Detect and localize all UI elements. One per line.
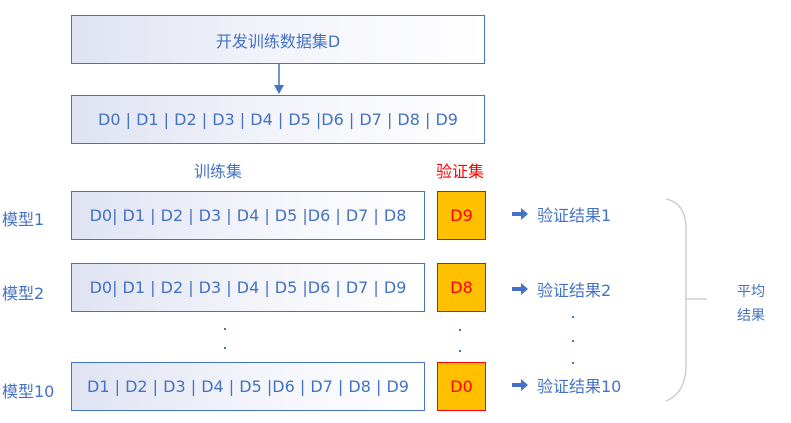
- ellipsis-dot: [459, 350, 461, 352]
- right-arrow-icon: [512, 208, 528, 220]
- down-arrow-icon: [274, 63, 284, 94]
- model-label: 模型10: [2, 382, 55, 401]
- validation-result-label: 验证结果1: [537, 206, 612, 225]
- validation-set-label: 验证集: [436, 162, 485, 181]
- validation-fold-box: D0: [437, 362, 486, 411]
- ellipsis-dot: [224, 347, 226, 349]
- validation-fold-box: D8: [437, 263, 486, 312]
- ellipsis-dot: [572, 362, 574, 364]
- validation-result: 验证结果1: [512, 202, 611, 226]
- average-label-line1: 平均: [737, 284, 765, 300]
- split-dataset-box: D0 | D1 | D2 | D3 | D4 | D5 |D6 | D7 | D…: [71, 95, 485, 144]
- validation-result-label: 验证结果10: [537, 377, 622, 396]
- train-set-label: 训练集: [194, 162, 243, 181]
- ellipsis-dot: [224, 328, 226, 330]
- train-folds-box: D0| D1 | D2 | D3 | D4 | D5 |D6 | D7 | D8: [71, 191, 425, 240]
- validation-result: 验证结果2: [512, 277, 611, 301]
- ellipsis-dot: [572, 316, 574, 318]
- validation-fold-box: D9: [437, 191, 486, 240]
- source-dataset-box: 开发训练数据集D: [71, 15, 485, 64]
- validation-result-label: 验证结果2: [537, 281, 612, 300]
- ellipsis-dot: [459, 329, 461, 331]
- model-label: 模型1: [2, 210, 45, 229]
- ellipsis-dot: [572, 340, 574, 342]
- right-arrow-icon: [512, 379, 528, 391]
- train-folds-box: D0| D1 | D2 | D3 | D4 | D5 |D6 | D7 | D9: [71, 263, 425, 312]
- right-brace: [665, 198, 707, 402]
- model-label: 模型2: [2, 284, 45, 303]
- average-label-line2: 结果: [737, 308, 765, 324]
- right-arrow-icon: [512, 283, 528, 295]
- train-folds-box: D1 | D2 | D3 | D4 | D5 |D6 | D7 | D8 | D…: [71, 362, 425, 411]
- validation-result: 验证结果10: [512, 373, 621, 397]
